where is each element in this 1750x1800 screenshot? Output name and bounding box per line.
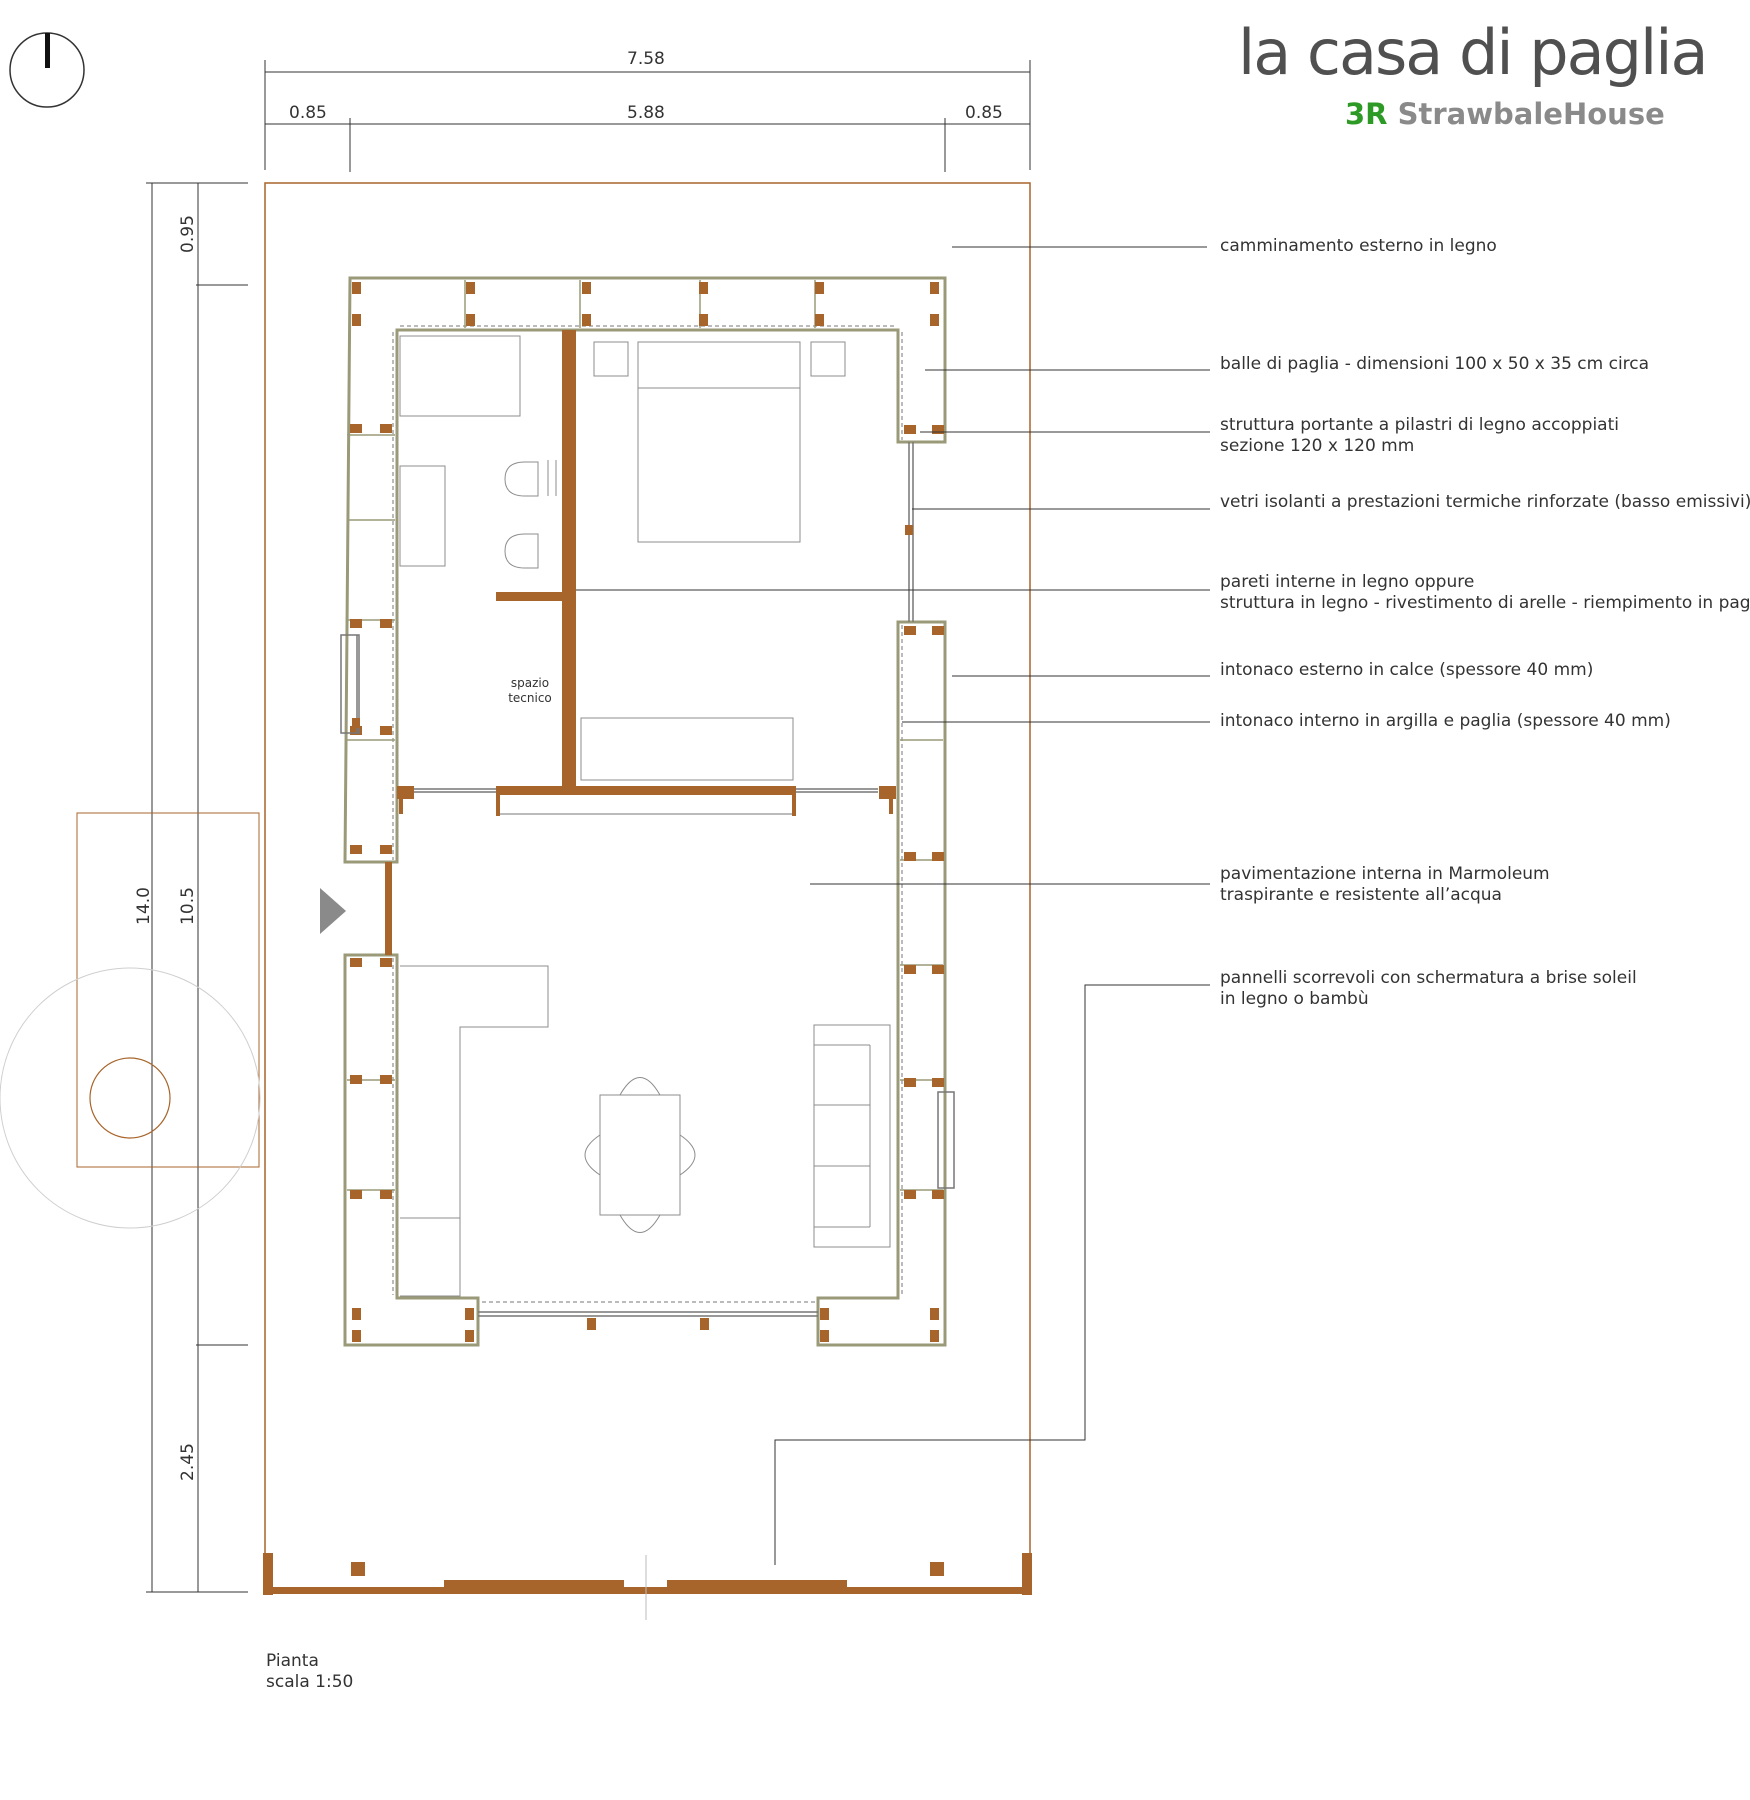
brand-label: 3R StrawbaleHouse (1345, 97, 1665, 131)
annotation-line: struttura portante a pilastri di legno a… (1220, 415, 1619, 435)
annotation-line: pannelli scorrevoli con schermatura a br… (1220, 968, 1637, 988)
annotation-line: intonaco esterno in calce (spessore 40 m… (1220, 660, 1594, 680)
drawing-caption: Pianta scala 1:50 (266, 1651, 353, 1693)
sliding-panels (263, 1553, 1032, 1595)
annotation-structure: struttura portante a pilastri di legno a… (1220, 415, 1619, 457)
dim-left-top: 0.95 (178, 215, 198, 253)
north-arrow-icon (9, 32, 85, 108)
caption-title: Pianta (266, 1651, 319, 1671)
annotation-flooring: pavimentazione interna in Marmoleum tras… (1220, 864, 1550, 906)
top-dimension-lines (264, 60, 1031, 172)
annotation-interior-walls: pareti interne in legno oppure struttura… (1220, 572, 1750, 614)
annotation-line: pavimentazione interna in Marmoleum (1220, 864, 1550, 884)
furniture (399, 335, 891, 1297)
annotation-line: struttura in legno - rivestimento di are… (1220, 593, 1750, 613)
dim-top-left: 0.85 (289, 103, 327, 123)
annotation-line: vetri isolanti a prestazioni termiche ri… (1220, 492, 1750, 512)
garden-element (0, 812, 261, 1229)
interior-walls (385, 330, 896, 955)
brand-name: StrawbaleHouse (1397, 97, 1665, 131)
annotation-line: intonaco interno in argilla e paglia (sp… (1220, 711, 1671, 731)
annotation-line: in legno o bambù (1220, 989, 1369, 1009)
straw-bale-walls (343, 276, 947, 1347)
dim-top-right: 0.85 (965, 103, 1003, 123)
wooden-deck-outline (264, 182, 1031, 1593)
annotation-line: balle di paglia - dimensioni 100 x 50 x … (1220, 354, 1650, 374)
annotation-deck: camminamento esterno in legno (1220, 236, 1497, 257)
annotation-external-plaster: intonaco esterno in calce (spessore 40 m… (1220, 660, 1593, 681)
dim-left-middle: 10.5 (178, 887, 198, 925)
annotation-sliding-panels: pannelli scorrevoli con schermatura a br… (1220, 968, 1637, 1010)
annotation-glazing: vetri isolanti a prestazioni termiche ri… (1220, 492, 1750, 513)
brand-code: 3R (1345, 97, 1388, 131)
timber-posts (350, 282, 944, 1342)
glazing (340, 442, 955, 1317)
annotation-leaders (576, 246, 1210, 1565)
dim-top-total: 7.58 (627, 49, 665, 69)
entrance-arrow-icon (320, 888, 346, 934)
page-title: la casa di paglia (1238, 16, 1708, 89)
annotation-straw-bales: balle di paglia - dimensioni 100 x 50 x … (1220, 354, 1649, 375)
annotation-line: camminamento esterno in legno (1220, 236, 1497, 256)
annotation-line: sezione 120 x 120 mm (1220, 436, 1415, 456)
glazing-frames (352, 525, 913, 728)
dim-top-middle: 5.88 (627, 103, 665, 123)
bale-dashed-lines (392, 325, 903, 1303)
room-label-technical: spazio tecnico (508, 676, 552, 705)
caption-scale: scala 1:50 (266, 1672, 354, 1692)
left-dimension-lines (146, 182, 248, 1593)
dim-left-bottom: 2.45 (178, 1443, 198, 1481)
dim-left-total: 14.0 (134, 887, 154, 925)
annotation-line: traspirante e resistente all’acqua (1220, 885, 1502, 905)
annotation-line: pareti interne in legno oppure (1220, 572, 1475, 592)
annotation-internal-plaster: intonaco interno in argilla e paglia (sp… (1220, 711, 1671, 732)
